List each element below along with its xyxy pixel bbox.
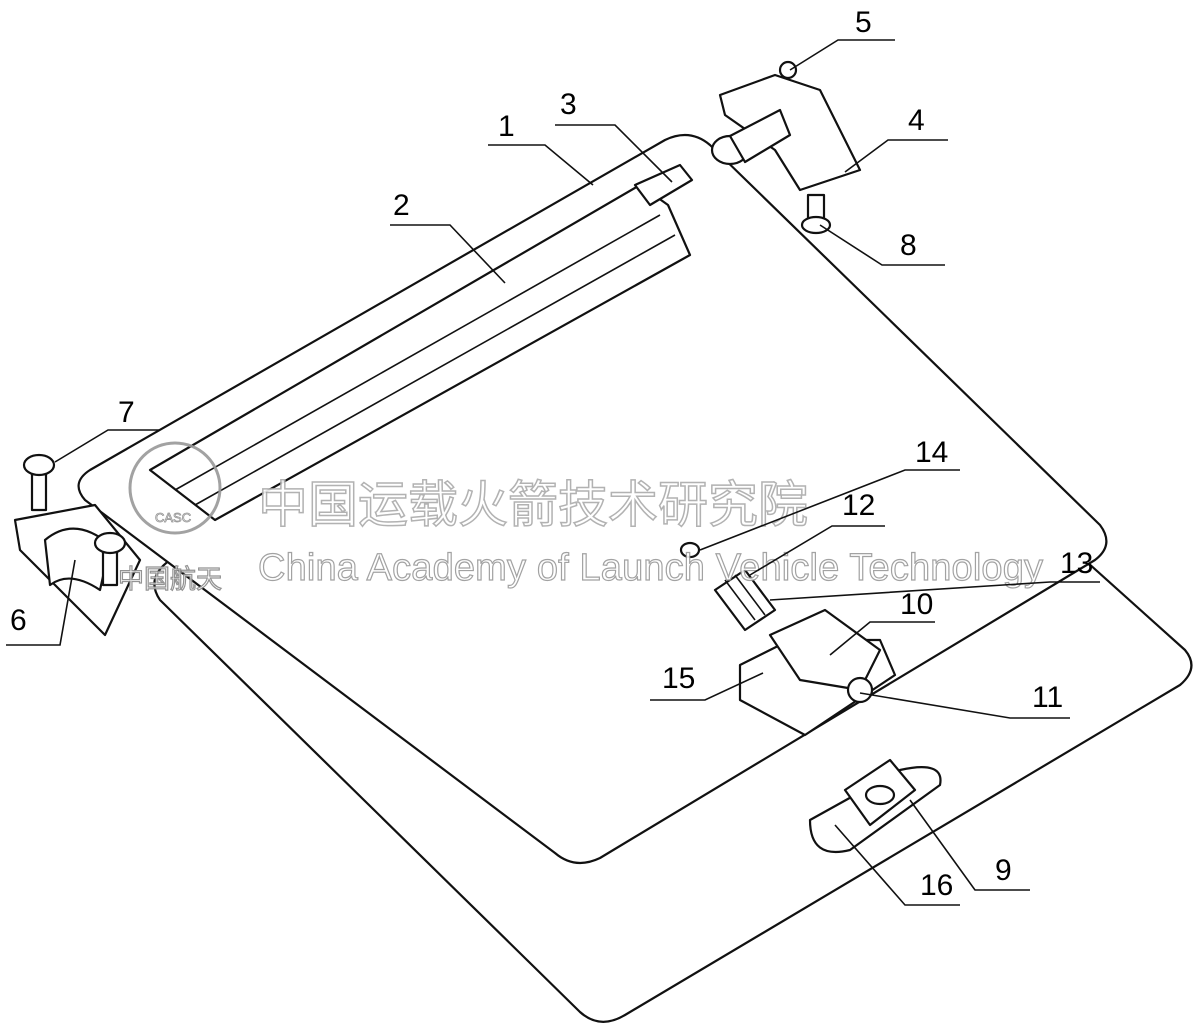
- watermark-logo-text: CASC: [155, 510, 191, 525]
- callout-leader-line: [488, 144, 594, 186]
- spring-coil: [734, 574, 766, 616]
- shaft-edge-line: [174, 214, 661, 491]
- callout-leader-line: [844, 139, 948, 173]
- part-number-label: 9: [995, 854, 1012, 887]
- callout-leader-line: [769, 581, 1100, 601]
- hinge-bore: [846, 676, 874, 704]
- hinge-sleeve-right: [728, 108, 792, 164]
- callout-leader-line: [859, 692, 1070, 719]
- callout-leader-line: [6, 559, 76, 646]
- hinge-sleeve-center: [768, 608, 882, 692]
- part-number-label: 2: [393, 189, 410, 222]
- shaft-tube: [148, 183, 692, 522]
- screw-head: [22, 453, 56, 477]
- part-number-label: 8: [900, 229, 917, 262]
- pin-8-head: [800, 215, 832, 235]
- callout-leader-line: [555, 124, 673, 183]
- shaft-end: [633, 163, 694, 207]
- callout-leader-line: [390, 224, 506, 284]
- spring-cap: [679, 541, 701, 559]
- callout-leader-line: [819, 224, 945, 266]
- watermark-brand: 中国航天: [118, 565, 222, 595]
- spring-coil: [724, 579, 756, 621]
- part-number-label: 12: [842, 489, 875, 522]
- callout-leader-line: [54, 429, 160, 463]
- part-number-label: 3: [560, 88, 577, 121]
- callout-leader-line: [834, 824, 960, 906]
- part-number-label: 6: [10, 604, 27, 637]
- watermark-logo-ring: [128, 441, 222, 535]
- callout-leader-line: [909, 799, 1030, 891]
- part-number-label: 4: [908, 104, 925, 137]
- shaft-edge-line: [194, 234, 676, 506]
- callout-leader-line: [699, 469, 960, 551]
- spring-body: [713, 568, 777, 632]
- latch-slot: [864, 784, 896, 806]
- part-number-label: 11: [1032, 681, 1063, 714]
- screw-head: [93, 531, 127, 555]
- pin-5: [778, 60, 798, 80]
- part-number-label: 14: [915, 436, 948, 469]
- callout-leader-line: [789, 39, 895, 71]
- callout-leader-line: [749, 525, 885, 576]
- watermark-english: China Academy of Launch Vehicle Technolo…: [258, 547, 1043, 589]
- part-number-label: 13: [1060, 547, 1093, 580]
- watermark-chinese: 中国运载火箭技术研究院: [258, 476, 808, 534]
- part-number-label: 15: [662, 662, 695, 695]
- callout-leader-line: [650, 672, 764, 701]
- part-number-label: 1: [498, 110, 515, 143]
- part-number-label: 10: [900, 588, 933, 621]
- part-number-label: 5: [855, 6, 872, 39]
- part-number-label: 7: [118, 396, 135, 429]
- callout-leader-line: [829, 621, 935, 656]
- watermark: CASC 中国运载火箭技术研究院 China Academy of Launch…: [117, 441, 1044, 596]
- part-number-label: 16: [920, 869, 953, 902]
